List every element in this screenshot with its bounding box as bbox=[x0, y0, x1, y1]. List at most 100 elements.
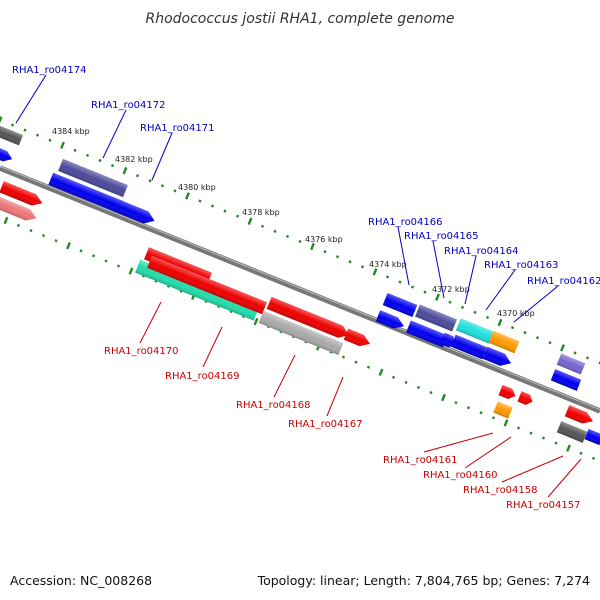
tick-mark-minor bbox=[273, 229, 277, 233]
tick-mark-minor bbox=[285, 234, 290, 239]
tick-mark-major bbox=[66, 242, 71, 250]
tick-mark-major bbox=[441, 393, 446, 402]
genome-backbone bbox=[0, 165, 600, 414]
tick-mark-minor bbox=[341, 355, 346, 359]
tick-mark-minor bbox=[416, 385, 421, 390]
tick-mark-major bbox=[0, 116, 3, 124]
gene-arrow[interactable] bbox=[0, 124, 24, 146]
leader-ro04163 bbox=[485, 269, 516, 311]
gene-label-ro04164[interactable]: RHA1_ro04164 bbox=[444, 246, 519, 257]
gene-arrow[interactable] bbox=[58, 158, 128, 198]
gene-arrow[interactable] bbox=[415, 304, 457, 332]
gene-arrow[interactable] bbox=[455, 318, 495, 344]
gene-label-ro04168[interactable]: RHA1_ro04168 bbox=[236, 400, 311, 411]
tick-mark-major bbox=[378, 368, 384, 376]
tick-mark-minor bbox=[554, 441, 558, 445]
gene-label-ro04157[interactable]: RHA1_ro04157 bbox=[506, 500, 581, 511]
tick-mark-minor bbox=[323, 250, 327, 254]
gene-arrow-shading bbox=[113, 199, 155, 224]
tick-mark-minor bbox=[16, 223, 21, 228]
gene-arrow[interactable] bbox=[406, 320, 448, 348]
gene-label-ro04172[interactable]: RHA1_ro04172 bbox=[91, 100, 166, 111]
gene-arrow[interactable] bbox=[564, 405, 595, 427]
tick-mark-minor bbox=[579, 451, 583, 455]
gene-arrow-shading bbox=[440, 332, 456, 348]
gene-arrow-shading bbox=[455, 318, 495, 344]
tick-mark-minor bbox=[491, 416, 496, 420]
tick-mark-minor bbox=[541, 436, 546, 440]
tick-label-4376: 4376 kbp bbox=[305, 235, 343, 244]
tick-mark-minor bbox=[360, 265, 365, 269]
gene-arrow[interactable] bbox=[113, 199, 157, 227]
tick-mark-minor bbox=[591, 456, 596, 460]
gene-arrow-shading bbox=[0, 181, 43, 206]
tick-mark-minor bbox=[223, 209, 227, 213]
gene-label-ro04167[interactable]: RHA1_ro04167 bbox=[288, 419, 363, 430]
tick-mark-minor bbox=[260, 224, 265, 228]
gene-arrow[interactable] bbox=[0, 145, 14, 164]
gene-label-ro04171[interactable]: RHA1_ro04171 bbox=[140, 123, 215, 134]
gene-arrow-shading bbox=[498, 384, 516, 399]
gene-arrow[interactable] bbox=[488, 330, 520, 354]
gene-arrow[interactable] bbox=[517, 391, 534, 406]
tick-mark-minor bbox=[173, 189, 177, 193]
gene-label-ro04165[interactable]: RHA1_ro04165 bbox=[404, 231, 479, 242]
gene-label-ro04174[interactable]: RHA1_ro04174 bbox=[12, 65, 87, 76]
tick-label-4384: 4384 kbp bbox=[52, 127, 90, 136]
gene-arrow[interactable] bbox=[498, 384, 518, 401]
gene-arrow-shading bbox=[266, 296, 349, 338]
gene-arrow[interactable] bbox=[375, 310, 406, 332]
gene-arrow[interactable] bbox=[0, 181, 45, 209]
gene-label-ro04169[interactable]: RHA1_ro04169 bbox=[165, 371, 240, 382]
gene-arrow[interactable] bbox=[266, 296, 352, 341]
gene-label-ro04161[interactable]: RHA1_ro04161 bbox=[383, 455, 458, 466]
gene-arrow[interactable] bbox=[482, 346, 514, 370]
gene-arrow-shading bbox=[343, 328, 371, 347]
tick-mark-major bbox=[247, 217, 253, 225]
gene-label-ro04162[interactable]: RHA1_ro04162 bbox=[527, 276, 600, 287]
gene-arrow[interactable] bbox=[147, 255, 267, 315]
leader-ro04158 bbox=[501, 455, 564, 483]
tick-mark-minor bbox=[429, 390, 433, 395]
tick-mark-minor bbox=[54, 239, 58, 243]
gene-arrow[interactable] bbox=[382, 292, 418, 318]
tick-mark-major bbox=[122, 166, 128, 175]
tick-mark-minor bbox=[198, 199, 202, 203]
tick-mark-minor bbox=[423, 290, 427, 294]
tick-mark-major bbox=[566, 444, 571, 452]
gene-arrow[interactable] bbox=[48, 172, 124, 214]
gene-arrow[interactable] bbox=[258, 310, 344, 356]
leader-lines bbox=[15, 74, 582, 498]
tick-mark-minor bbox=[210, 204, 215, 208]
gene-arrow[interactable] bbox=[450, 334, 488, 360]
gene-features bbox=[0, 124, 600, 446]
tick-mark-minor bbox=[98, 158, 102, 163]
gene-label-ro04160[interactable]: RHA1_ro04160 bbox=[423, 470, 498, 481]
accession-text: Accession: NC_008268 bbox=[10, 573, 152, 588]
gene-arrow-shading bbox=[482, 346, 511, 366]
gene-arrow[interactable] bbox=[493, 401, 513, 419]
tick-mark-minor bbox=[91, 254, 96, 258]
gene-arrow[interactable] bbox=[550, 369, 582, 391]
tick-label-4378: 4378 kbp bbox=[242, 208, 280, 217]
tick-mark-major bbox=[372, 268, 378, 276]
tick-mark-minor bbox=[460, 305, 465, 309]
gene-arrow[interactable] bbox=[584, 428, 600, 446]
gene-arrow[interactable] bbox=[343, 328, 373, 350]
gene-arrow-shading bbox=[584, 428, 600, 446]
gene-label-ro04166[interactable]: RHA1_ro04166 bbox=[368, 217, 443, 228]
gene-arrow-shading bbox=[406, 320, 448, 348]
gene-label-ro04170[interactable]: RHA1_ro04170 bbox=[104, 346, 179, 357]
genome-summary-text: Topology: linear; Length: 7,804,765 bp; … bbox=[257, 573, 590, 588]
gene-arrow[interactable] bbox=[556, 421, 588, 443]
tick-mark-major bbox=[503, 419, 509, 427]
gene-arrow[interactable] bbox=[556, 353, 586, 375]
gene-arrow[interactable] bbox=[440, 332, 457, 349]
gene-label-ro04158[interactable]: RHA1_ro04158 bbox=[463, 485, 538, 496]
tick-mark-minor bbox=[391, 375, 396, 379]
gene-arrow[interactable] bbox=[0, 196, 39, 224]
gene-label-ro04163[interactable]: RHA1_ro04163 bbox=[484, 260, 559, 271]
gene-arrow-shading bbox=[564, 405, 593, 424]
gene-arrow-shading bbox=[556, 353, 586, 375]
